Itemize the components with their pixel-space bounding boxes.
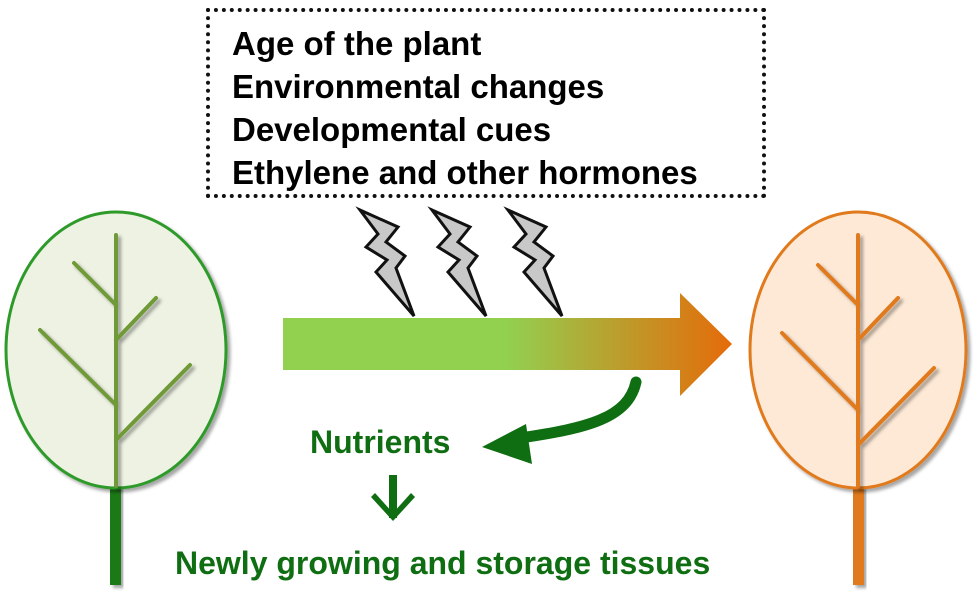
down-arrow-icon [371, 475, 415, 521]
lightning-bolt-icon [355, 206, 416, 317]
senescence-progress-arrow [283, 293, 732, 396]
orange-leaf-stem [853, 485, 864, 585]
nutrient-flow-arrow [482, 376, 642, 464]
green-leaf-veins [38, 233, 192, 488]
lightning-bolt-icon [503, 206, 564, 317]
factor-developmental: Developmental cues [232, 111, 552, 148]
lightning-bolts [355, 206, 564, 317]
senescence-factors-box: Age of the plant Environmental changes D… [206, 8, 766, 198]
factor-age: Age of the plant [232, 25, 482, 62]
orange-leaf-icon [748, 210, 968, 585]
tissues-label: Newly growing and storage tissues [175, 545, 711, 581]
nutrients-label: Nutrients [310, 424, 451, 460]
green-leaf-stem [110, 485, 121, 585]
lightning-bolt-icon [427, 206, 488, 317]
green-leaf-icon [4, 210, 228, 585]
factor-hormones: Ethylene and other hormones [232, 154, 698, 191]
factor-environment: Environmental changes [232, 68, 605, 105]
orange-leaf-veins [780, 233, 936, 488]
